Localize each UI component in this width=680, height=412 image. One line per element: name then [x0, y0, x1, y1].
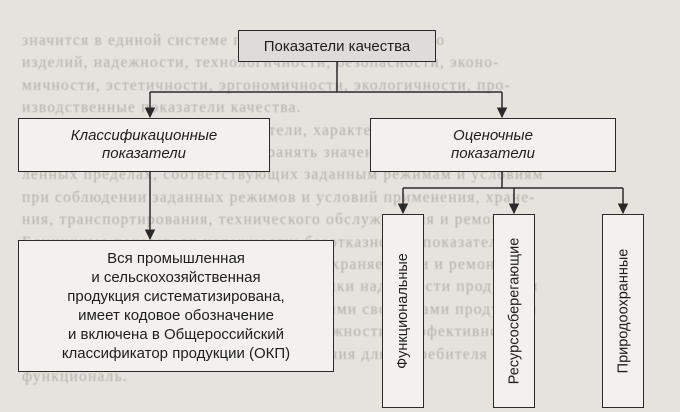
root-label: Показатели качества [263, 37, 411, 55]
classification-description-box: Вся промышленная и сельскохозяйственная … [18, 240, 334, 372]
evaluation-label-line: Оценочные [453, 127, 533, 144]
evaluation-indicators-box: Оценочные показатели [370, 118, 616, 172]
description-line: имеет кодовое обозначение [78, 307, 274, 324]
nature-protection-label: Природоохранные [615, 248, 632, 374]
classification-label-line: показатели [102, 145, 186, 162]
resource-saving-label: Ресурсосберегающие [506, 237, 523, 385]
description-line: классификатор продукции (ОКП) [61, 345, 291, 362]
description-line: Вся промышленная [107, 250, 245, 267]
nature-protection-indicators-box: Природоохранные [602, 214, 644, 408]
root-quality-indicators-box: Показатели качества [238, 30, 436, 62]
description-line: и включена в Общероссийский [67, 326, 285, 343]
classification-indicators-box: Классификационные показатели [18, 118, 270, 172]
functional-indicators-box: Функциональные [382, 214, 424, 408]
functional-label: Функциональные [395, 253, 411, 369]
description-line: продукция систематизирована, [67, 288, 285, 305]
background-text-line: мичности, эстетичности, эргономичности, … [22, 76, 511, 94]
classification-label-line: Классификационные [70, 127, 218, 144]
background-text-line: функциональ. [22, 368, 128, 386]
description-line: и сельскохозяйственная [91, 269, 261, 286]
background-text-line: изводственные показатели качества. [22, 99, 302, 117]
evaluation-label-line: показатели [451, 145, 535, 162]
resource-saving-indicators-box: Ресурсосберегающие [493, 214, 535, 408]
